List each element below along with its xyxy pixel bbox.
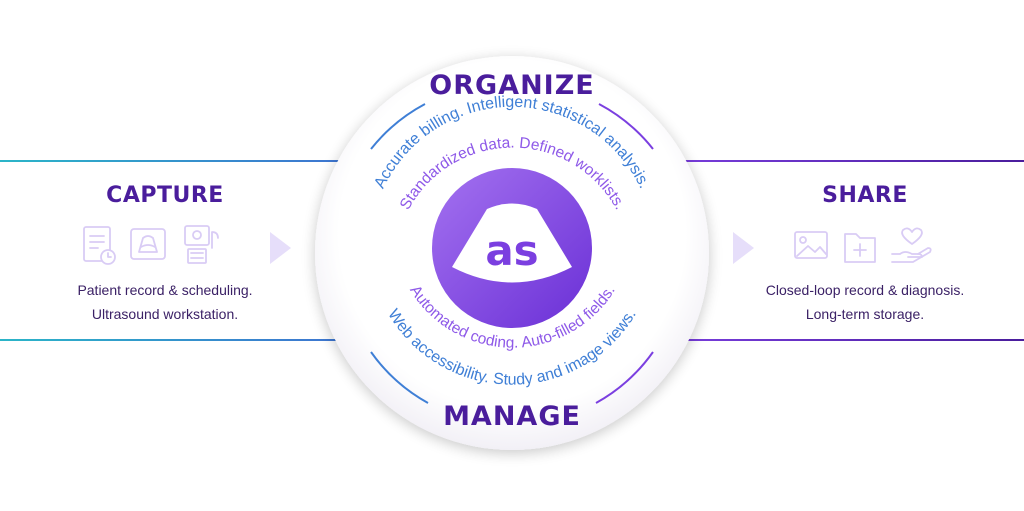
- right-bottom-line: [652, 339, 1024, 353]
- right-top-line: [652, 148, 1024, 162]
- left-bottom-line: [0, 339, 372, 353]
- organize-title: ORGANIZE: [429, 70, 594, 101]
- share-section: SHARE Closed-loop record & diagnosis. Lo…: [735, 183, 995, 326]
- capture-section: CAPTURE Patient record & scheduling. Ult…: [35, 183, 295, 326]
- workstation-icon: [184, 225, 219, 264]
- logo-text: as: [485, 226, 538, 275]
- accent-arc-top-right: [598, 103, 654, 150]
- arrow-right-icon-left: [270, 232, 291, 264]
- patient-record-icon: [83, 226, 116, 265]
- accent-arc-top-left: [370, 103, 426, 150]
- share-icons: [794, 227, 932, 263]
- manage-title: MANAGE: [443, 401, 581, 432]
- as-logo: as: [432, 168, 592, 328]
- share-title: SHARE: [822, 183, 908, 208]
- care-hand-heart-icon: [891, 227, 932, 263]
- image-icon: [794, 231, 828, 259]
- medical-folder-icon: [844, 233, 876, 263]
- accent-arc-bottom-right: [595, 351, 654, 404]
- capture-description: Patient record & scheduling. Ultrasound …: [35, 278, 295, 326]
- arrow-right-icon-right: [733, 232, 754, 264]
- share-line-2: Long-term storage.: [805, 306, 925, 322]
- left-top-line: [0, 148, 372, 162]
- ultrasound-fan-icon: [452, 203, 572, 283]
- ultrasound-scan-icon: [130, 228, 166, 260]
- capture-line-1: Patient record & scheduling.: [77, 282, 253, 298]
- accent-arc-bottom-left: [370, 351, 429, 404]
- circle-accent-arcs: [370, 103, 654, 404]
- capture-title: CAPTURE: [106, 183, 224, 208]
- share-description: Closed-loop record & diagnosis. Long-ter…: [735, 278, 995, 326]
- capture-icons: [83, 225, 219, 265]
- capture-line-2: Ultrasound workstation.: [91, 306, 239, 322]
- share-line-1: Closed-loop record & diagnosis.: [765, 282, 965, 298]
